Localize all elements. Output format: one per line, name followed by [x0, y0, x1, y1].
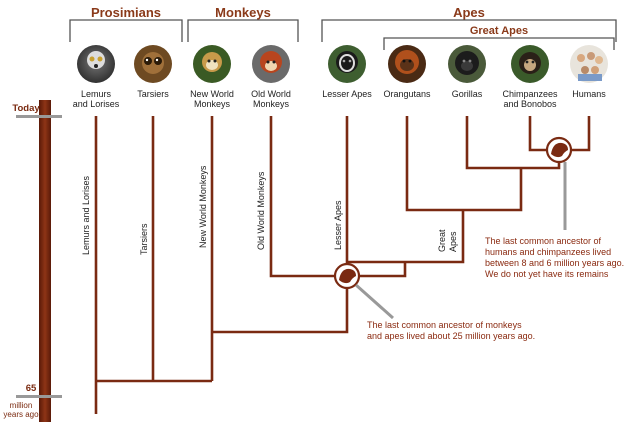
great-apes-bracket: Great Apes [383, 25, 615, 50]
branch-label-new-world: New World Monkeys [198, 165, 208, 248]
join-monkeys-apes-stem [212, 276, 349, 334]
today-marker [16, 115, 62, 118]
gorilla-photo-icon [448, 45, 486, 83]
taxon-name-humans: Humans [572, 89, 606, 99]
mya-unit-line2: years ago [3, 410, 39, 419]
branch-lesser-apes [345, 116, 465, 264]
ancestor-node-monkeys-apes [333, 262, 394, 320]
humans-photo-icon [570, 45, 608, 83]
gibbon-photo-icon [328, 45, 366, 83]
new-world-monkey-photo-icon [193, 45, 231, 83]
apes-title: Apes [453, 5, 485, 20]
time-bar [39, 100, 51, 422]
branch-labels: Lemurs and Lorises Tarsiers New World Mo… [81, 165, 458, 255]
taxon-name-tarsiers: Tarsiers [137, 89, 169, 99]
branch-old-world-monkeys [269, 116, 407, 278]
taxon-name-lesser-apes: Lesser Apes [322, 89, 372, 99]
timeline-axis: Today 65 million years ago [3, 100, 62, 422]
branch-label-great-apes-1: Great [437, 229, 447, 252]
branch-gorillas [465, 116, 561, 170]
mya-unit-line1: million [10, 401, 33, 410]
branch-label-lesser-apes: Lesser Apes [333, 200, 343, 250]
branch-label-tarsiers: Tarsiers [139, 223, 149, 255]
prosimians-bracket: Prosimians [69, 5, 183, 42]
taxon-name-gorillas: Gorillas [452, 89, 483, 99]
branch-orangutans [405, 116, 523, 212]
taxon-name-orangutans: Orangutans [383, 89, 431, 99]
old-world-monkey-photo-icon [252, 45, 290, 83]
branch-label-lemurs: Lemurs and Lorises [81, 175, 91, 255]
great-apes-title: Great Apes [470, 25, 528, 37]
branch-label-old-world: Old World Monkeys [256, 171, 266, 250]
tarsier-photo-icon [134, 45, 172, 83]
monkeys-bracket: Monkeys [187, 5, 299, 42]
today-label: Today [12, 103, 40, 114]
mya-65-marker [16, 395, 62, 398]
ancestor-node-humans-chimps [545, 136, 573, 230]
branch-label-great-apes-2: Apes [448, 231, 458, 252]
prosimians-title: Prosimians [91, 5, 161, 20]
orangutan-photo-icon [388, 45, 426, 83]
monkeys-title: Monkeys [215, 5, 271, 20]
taxon-photos [77, 45, 608, 83]
mya-65-label: 65 [26, 383, 37, 394]
lemur-photo-icon [77, 45, 115, 83]
chimpanzee-photo-icon [511, 45, 549, 83]
apes-bracket: Apes [321, 5, 617, 42]
